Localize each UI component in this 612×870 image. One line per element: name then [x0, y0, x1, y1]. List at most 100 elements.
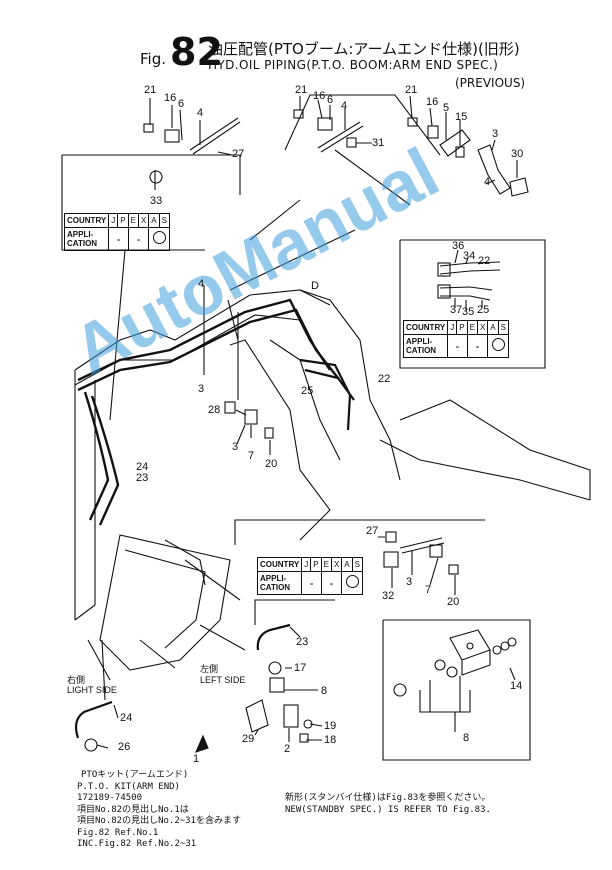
clamp-part-16b — [317, 117, 333, 131]
detail-frame-hose-right — [399, 239, 546, 369]
kit-part-number: 172189-74500 — [77, 793, 143, 803]
application-label-line-2: CATION — [260, 583, 291, 592]
callout-14: 14 — [510, 680, 523, 692]
nut-part-32 — [383, 551, 399, 568]
callout-32: 32 — [382, 590, 395, 602]
leader-lines-bottom-centre — [254, 626, 323, 742]
application-label-line-2: CATION — [406, 346, 437, 355]
callout-6: 6 — [327, 94, 334, 106]
callout-20: 20 — [447, 596, 460, 608]
title-japanese: 油圧配管(PTOブーム:アームエンド仕様)(旧形) — [208, 40, 520, 58]
callout-8: 8 — [321, 685, 328, 697]
valve-part-2 — [283, 704, 299, 728]
code-j: J — [301, 557, 312, 572]
leader-lines-right — [409, 95, 518, 185]
fittings-part-8b — [393, 659, 471, 732]
callout-6: 6 — [178, 98, 185, 110]
value-jp: - — [447, 334, 468, 358]
detail-frame-bottom-right — [382, 619, 531, 761]
main-hose-runs — [77, 298, 339, 526]
detail-frame-mid-right — [234, 519, 485, 625]
spacer-part-15 — [455, 146, 465, 158]
rod-part-top-middle — [317, 121, 364, 153]
application-table-3: COUNTRY J P E X A S APPLI-CATION - - — [256, 557, 364, 595]
callout-21: 21 — [295, 84, 308, 96]
callout-16: 16 — [164, 92, 177, 104]
code-x: X — [330, 557, 343, 572]
code-p: P — [117, 213, 129, 228]
callout-7: 7 — [248, 450, 255, 462]
frame-leader-lines — [109, 94, 441, 421]
callout-3: 3 — [198, 383, 205, 395]
callout-17: 17 — [294, 662, 307, 674]
callout-33: 33 — [150, 195, 163, 207]
fitting-part-8a — [269, 677, 285, 693]
pointer-arrow — [195, 734, 209, 753]
rod-part-top-left — [189, 117, 241, 155]
leader-lines — [149, 98, 233, 190]
code-s: S — [351, 557, 364, 572]
left-side-label-jp: 左側 — [200, 664, 219, 674]
application-label-line-1: APPLI- — [406, 337, 433, 346]
callout-28: 28 — [208, 404, 221, 416]
bracket-part-3 — [477, 144, 511, 195]
application-table-2: COUNTRY J P E X A S APPLI-CATION - - — [402, 320, 510, 358]
code-e: E — [127, 213, 139, 228]
kit-notes: PTOキット(アームエンド) P.T.O. KIT(ARM END) 17218… — [77, 770, 241, 851]
new-model-note-en: NEW(STANDBY SPEC.) IS REFER TO Fig.83. — [285, 804, 491, 815]
application-label: APPLI-CATION — [256, 571, 303, 595]
code-e: E — [320, 557, 332, 572]
value-as — [341, 571, 363, 595]
bolt-part-18 — [299, 733, 309, 743]
ref-note-jp-1: 項目No.82の見出しNo.1は — [77, 804, 189, 815]
callout-15: 15 — [455, 111, 468, 123]
title-english: HYD.OIL PIPING(P.T.O. BOOM:ARM END SPEC.… — [208, 58, 499, 72]
callout-23: 23 — [136, 472, 149, 484]
bracket-part-5 — [439, 129, 471, 157]
fitting-part-26 — [84, 738, 98, 752]
application-table-1: COUNTRY J P E X A S APPLI-CATION - - — [63, 213, 171, 251]
value-jp: - — [301, 571, 322, 595]
callout-25: 25 — [301, 385, 314, 397]
hose-part-24b — [74, 700, 113, 739]
fitting-part-33 — [149, 170, 163, 184]
callout-26: 26 — [118, 741, 131, 753]
hose-bundle-right — [299, 358, 355, 431]
callout-21: 21 — [405, 84, 418, 96]
callout-23: 23 — [296, 636, 309, 648]
code-x: X — [137, 213, 150, 228]
bucket-outline — [99, 534, 231, 671]
title-english-suffix: (PREVIOUS) — [455, 76, 526, 90]
callout-1: 1 — [193, 753, 200, 765]
callout-5: 5 — [443, 102, 450, 114]
callout-22: 22 — [478, 255, 491, 267]
code-p: P — [456, 320, 468, 335]
callout-7: 7 — [425, 584, 432, 596]
leader-lines-mid-left — [203, 285, 271, 455]
application-label: APPLI-CATION — [402, 334, 449, 358]
code-x: X — [476, 320, 489, 335]
value-as — [487, 334, 509, 358]
application-label-line-1: APPLI- — [67, 230, 94, 239]
kit-name-en: P.T.O. KIT(ARM END) — [77, 781, 180, 792]
fig-prefix: Fig. — [140, 50, 166, 68]
code-s: S — [158, 213, 171, 228]
clamp-part-16a — [164, 129, 180, 143]
fig-number: 82 — [170, 30, 223, 74]
leader-lines-bottom-right — [509, 667, 516, 681]
applicable-circle-icon — [345, 575, 359, 588]
callout-4: 4 — [484, 176, 491, 188]
callout-4: 4 — [197, 107, 204, 119]
fitting-part-17 — [268, 661, 282, 675]
callout-35: 35 — [462, 306, 475, 318]
new-model-notes: 新形(スタンバイ仕様)はFig.83を参照ください。 NEW(STANDBY S… — [285, 793, 491, 816]
callout-16: 16 — [426, 96, 439, 108]
callout-30: 30 — [511, 148, 524, 160]
callout-24: 24 — [120, 712, 133, 724]
application-label: APPLI-CATION — [63, 227, 110, 251]
country-label: COUNTRY — [63, 213, 110, 228]
leader-lines-lower — [87, 559, 246, 701]
bracket-part-29 — [245, 699, 269, 733]
clip-part-28 — [224, 401, 236, 414]
